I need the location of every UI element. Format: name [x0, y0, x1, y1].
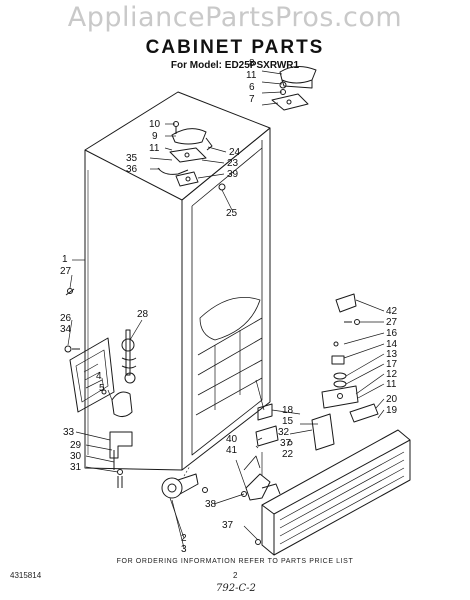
callout-4: 4 [96, 371, 102, 382]
bottom-right-hinge [321, 293, 360, 409]
callout-2: 2 [181, 533, 187, 544]
bottom-brackets [241, 403, 335, 501]
page-number: 2 [233, 571, 238, 580]
callout-labels: 8 11 6 7 10 9 11 24 23 35 36 39 25 1 27 … [60, 58, 398, 555]
callout-20: 20 [386, 394, 398, 405]
page-title: CABINET PARTS [145, 37, 325, 58]
left-leveler [109, 431, 133, 488]
callout-14: 14 [386, 339, 398, 350]
callout-31: 31 [70, 462, 82, 473]
callout-18: 18 [282, 405, 294, 416]
top-right-hinge [271, 66, 317, 111]
callout-16: 16 [386, 328, 398, 339]
callout-39: 39 [227, 169, 239, 180]
handwritten-code: 792-C-2 [216, 583, 256, 594]
leader-lines [67, 70, 385, 549]
control-box [69, 329, 137, 418]
callout-38: 38 [205, 499, 217, 510]
callout-7: 7 [249, 94, 255, 105]
callout-3: 3 [181, 544, 187, 555]
callout-22: 22 [282, 449, 294, 460]
callout-26: 26 [60, 313, 72, 324]
callout-27: 27 [60, 266, 72, 277]
callout-32: 32 [278, 427, 290, 438]
callout-23: 23 [227, 158, 239, 169]
callout-33: 33 [63, 427, 75, 438]
left-side-fasteners [64, 288, 80, 353]
callout-5: 5 [99, 383, 105, 394]
callout-37b: 37 [222, 520, 234, 531]
top-center-hinge [157, 121, 226, 191]
callout-29: 29 [70, 440, 82, 451]
callout-13: 13 [386, 349, 398, 360]
callout-35: 35 [126, 153, 138, 164]
callout-27b: 27 [386, 317, 398, 328]
front-roller [161, 465, 208, 499]
callout-42: 42 [386, 306, 398, 317]
callout-40: 40 [226, 434, 238, 445]
callout-9: 9 [152, 131, 158, 142]
callout-11b: 11 [149, 143, 160, 154]
document-number: 4315814 [10, 571, 42, 580]
callout-11: 11 [246, 70, 257, 81]
cabinet-shell [84, 91, 271, 471]
toe-grille [255, 403, 411, 556]
callout-34: 34 [60, 324, 72, 335]
ordering-note: FOR ORDERING INFORMATION REFER TO PARTS … [116, 558, 354, 565]
callout-12: 12 [386, 369, 398, 380]
callout-17: 17 [386, 359, 398, 370]
callout-30: 30 [70, 451, 82, 462]
callout-25: 25 [226, 208, 238, 219]
callout-37a: 37 [280, 438, 292, 449]
callout-36: 36 [126, 164, 138, 175]
callout-19: 19 [386, 405, 398, 416]
callout-10: 10 [149, 119, 161, 130]
callout-8: 8 [249, 58, 255, 69]
callout-15: 15 [282, 416, 294, 427]
watermark: AppliancePartsPros.com [67, 2, 403, 33]
callout-24: 24 [229, 147, 241, 158]
callout-6: 6 [249, 82, 255, 93]
callout-28: 28 [137, 309, 149, 320]
callout-1: 1 [62, 254, 68, 265]
model-subtitle: For Model: ED25PSXRWR1 [170, 60, 300, 71]
callout-41: 41 [226, 445, 238, 456]
callout-11c: 11 [386, 379, 397, 390]
